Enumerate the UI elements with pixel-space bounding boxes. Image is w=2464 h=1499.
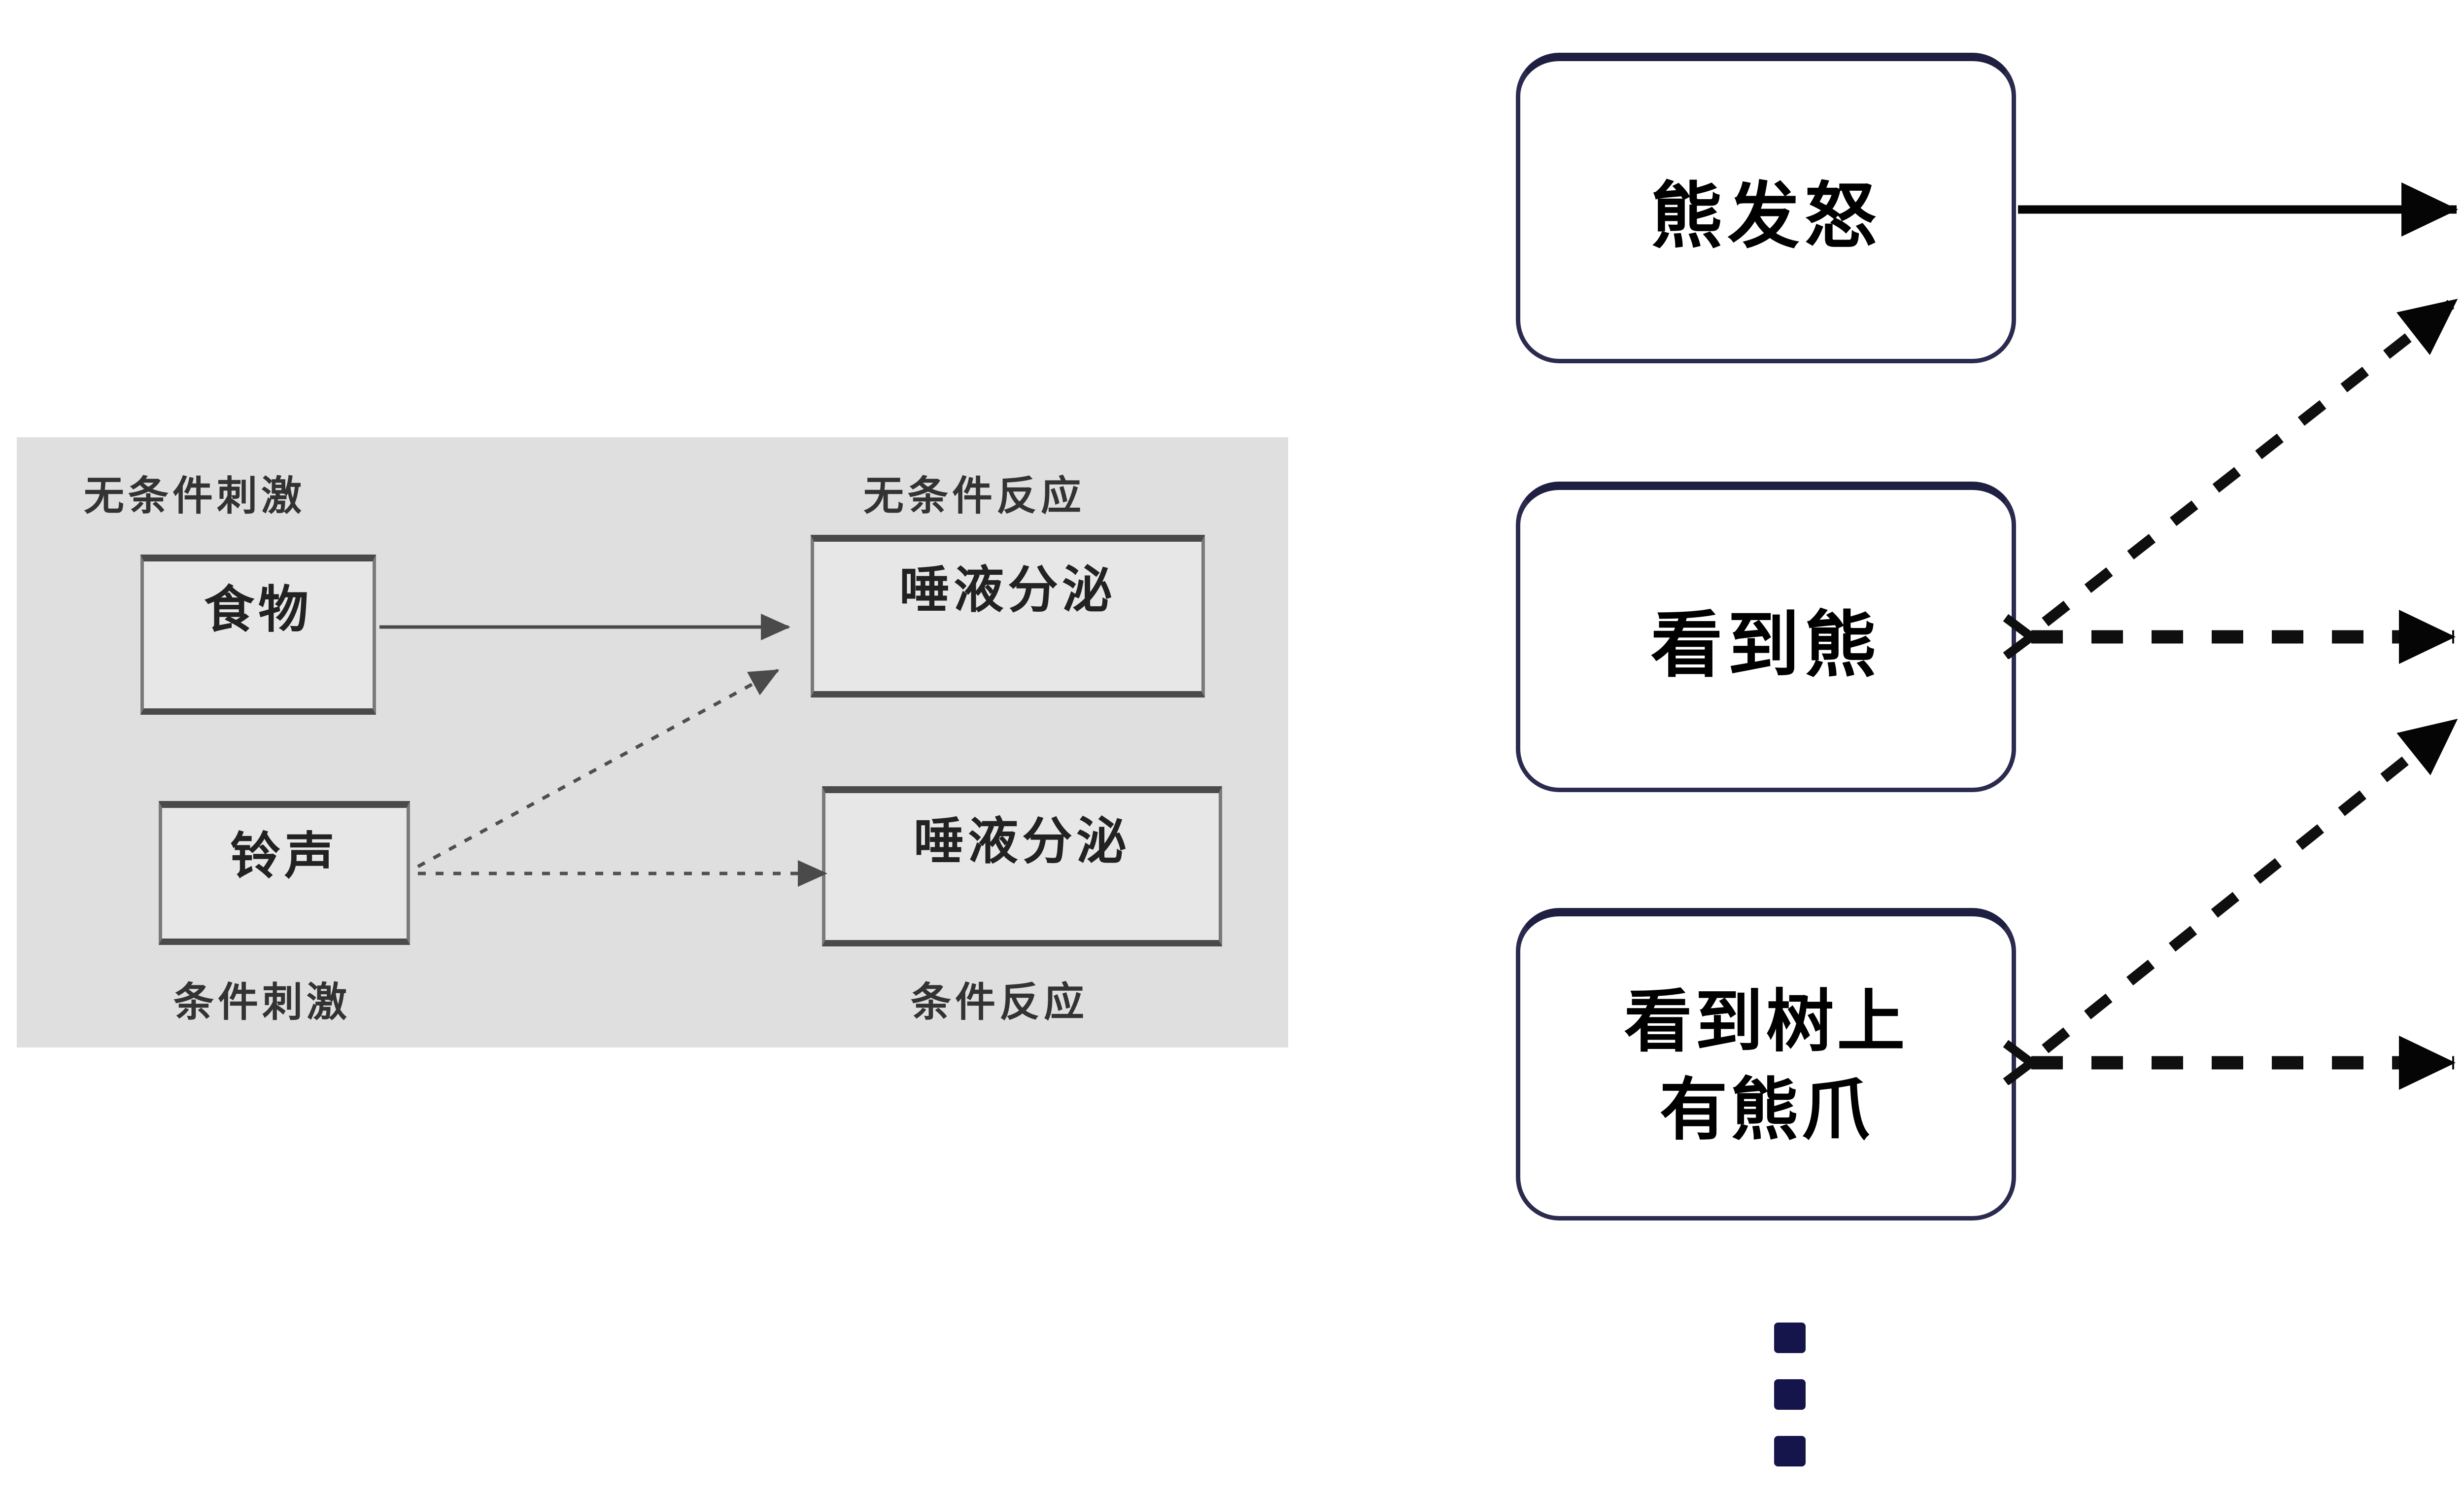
arrow-see-bear-to-reward-dashed [2042, 295, 2460, 627]
label-unconditioned-stimulus: 无条件刺激 [84, 474, 306, 519]
label-conditioned-stimulus: 条件刺激 [173, 980, 351, 1025]
pavlov-conditioning-panel: 无条件刺激 无条件反应 食物 唾液分泌 铃声 唾液分泌 条件刺激 条件反应 [17, 437, 1288, 1047]
state-box-see-bear-claw-line1: 看到树上 [1624, 983, 1908, 1060]
box-saliva-top: 唾液分泌 [811, 535, 1205, 697]
box-saliva-bottom: 唾液分泌 [822, 786, 1222, 946]
box-saliva-bottom-label: 唾液分泌 [914, 813, 1130, 870]
label-unconditioned-response: 无条件反应 [863, 474, 1086, 519]
state-box-bear-angry-label: 熊发怒 [1650, 175, 1882, 256]
state-box-bear-angry: 熊发怒 [1516, 53, 2016, 363]
state-box-see-bear-label: 看到熊 [1650, 604, 1882, 685]
label-conditioned-response: 条件反应 [911, 980, 1089, 1025]
state-box-see-bear-claw: 看到树上 有熊爪 [1516, 908, 2016, 1220]
box-food-label: 食物 [204, 582, 312, 638]
box-bell-label: 铃声 [230, 828, 339, 884]
ellipsis-states-icon [1774, 1323, 1806, 1466]
state-box-see-bear: 看到熊 [1516, 482, 2016, 792]
box-bell: 铃声 [159, 801, 410, 945]
arrow-bell-to-saliva-top-dotted [417, 668, 780, 869]
box-saliva-top-label: 唾液分泌 [899, 562, 1116, 618]
state-box-see-bear-claw-line2: 有熊爪 [1659, 1072, 1873, 1148]
box-food: 食物 [140, 555, 376, 715]
arrow-see-claw-to-v-s-prime-dashed [2042, 715, 2460, 1053]
